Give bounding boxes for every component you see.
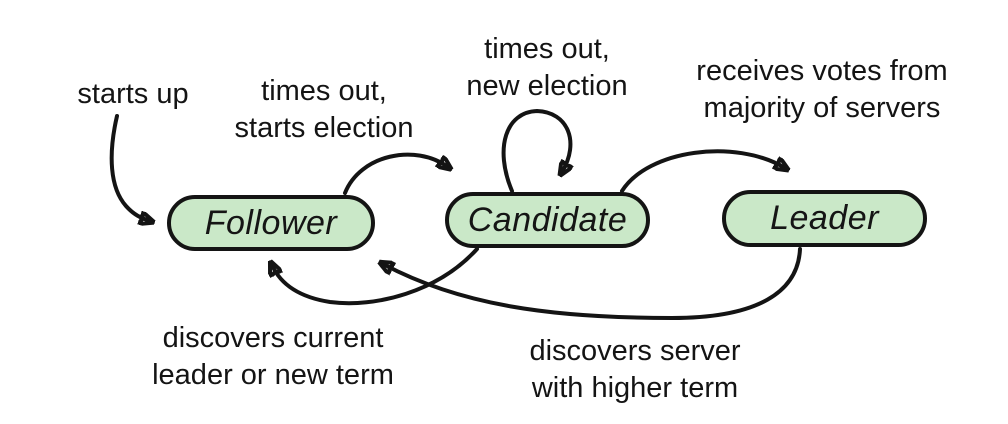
state-candidate-label: Candidate: [467, 200, 628, 239]
state-leader-label: Leader: [770, 199, 879, 237]
transition-label-starts-up: starts up: [77, 78, 189, 110]
transition-label-times-out-starts-election: times out, starts election: [234, 75, 414, 145]
transition-label-receives-votes: receives votes from majority of servers: [696, 55, 948, 125]
transition-label-discovers-current-leader: discovers current leader or new term: [152, 322, 394, 392]
arrow-follower-to-candidate: [343, 152, 448, 195]
arrow-candidate-to-follower: [272, 247, 479, 306]
arrow-candidate-to-leader: [620, 149, 785, 193]
state-candidate: Candidate: [445, 192, 650, 248]
state-follower: Follower: [167, 195, 375, 251]
transition-label-discovers-higher-term: discovers server with higher term: [529, 335, 741, 405]
arrow-start-to-follower: [109, 114, 150, 221]
transition-label-times-out-new-election: times out, new election: [466, 33, 628, 103]
state-follower-label: Follower: [204, 203, 338, 242]
arrow-candidate-self-loop: [501, 108, 571, 193]
arrow-leader-to-follower: [383, 247, 802, 321]
state-leader: Leader: [722, 190, 927, 247]
